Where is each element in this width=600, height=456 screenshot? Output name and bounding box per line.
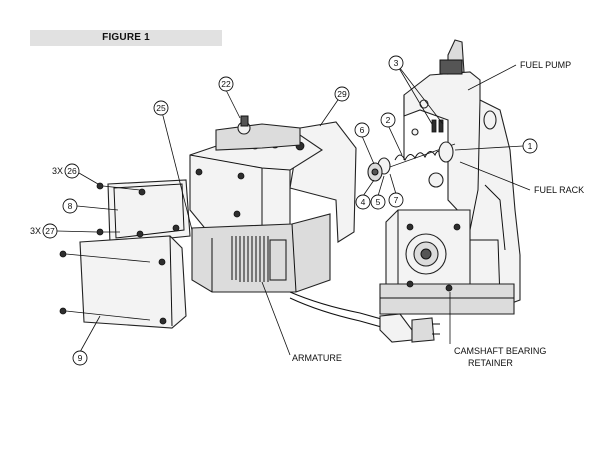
callout-8: 8 <box>62 198 78 214</box>
svg-text:27: 27 <box>45 226 55 236</box>
svg-text:9: 9 <box>78 353 83 363</box>
callout-26: 26 3X <box>52 163 99 185</box>
label-camshaft-bearing: CAMSHAFT BEARING <box>454 346 546 356</box>
callout-9: 9 <box>72 350 88 366</box>
label-fuel-pump: FUEL PUMP <box>520 60 571 70</box>
solenoid-body <box>189 121 393 331</box>
figure-title: FIGURE 1 <box>102 32 150 43</box>
svg-text:26: 26 <box>67 166 77 176</box>
callout-2: 2 <box>380 112 396 128</box>
label-fuel-rack: FUEL RACK <box>534 185 584 195</box>
terminal-block <box>215 115 301 151</box>
callout-4: 4 <box>355 194 371 210</box>
fuel-rack-assembly <box>367 119 456 182</box>
svg-text:5: 5 <box>376 197 381 207</box>
svg-text:6: 6 <box>360 125 365 135</box>
svg-text:25: 25 <box>156 103 166 113</box>
svg-text:1: 1 <box>528 141 533 151</box>
svg-text:7: 7 <box>394 195 399 205</box>
gasket <box>107 179 191 245</box>
callout-5: 5 <box>370 194 386 210</box>
callout-29: 29 <box>334 86 350 102</box>
leader-lines <box>76 62 531 356</box>
svg-text:4: 4 <box>361 197 366 207</box>
svg-text:22: 22 <box>221 79 231 89</box>
cover-plate <box>59 235 187 329</box>
svg-text:3: 3 <box>394 58 399 68</box>
figure-banner: FIGURE 1 <box>30 30 222 46</box>
cover-bolts <box>96 182 141 236</box>
svg-text:3X: 3X <box>52 166 63 176</box>
callout-25: 25 <box>153 100 169 116</box>
callout-1: 1 <box>522 138 538 154</box>
label-armature: ARMATURE <box>292 353 342 363</box>
armature-coil <box>231 236 287 282</box>
callout-6: 6 <box>354 122 370 138</box>
svg-text:2: 2 <box>386 115 391 125</box>
label-retainer: RETAINER <box>468 358 513 368</box>
callout-27: 27 3X <box>30 223 98 239</box>
callout-3: 3 <box>388 55 404 71</box>
camshaft-bearing-retainer <box>379 209 515 315</box>
callout-22: 22 <box>218 76 234 92</box>
connector-plug <box>379 313 440 343</box>
svg-text:3X: 3X <box>30 226 41 236</box>
callout-7: 7 <box>388 192 404 208</box>
svg-text:8: 8 <box>68 201 73 211</box>
svg-text:29: 29 <box>337 89 347 99</box>
fuel-pump-housing <box>403 39 521 309</box>
